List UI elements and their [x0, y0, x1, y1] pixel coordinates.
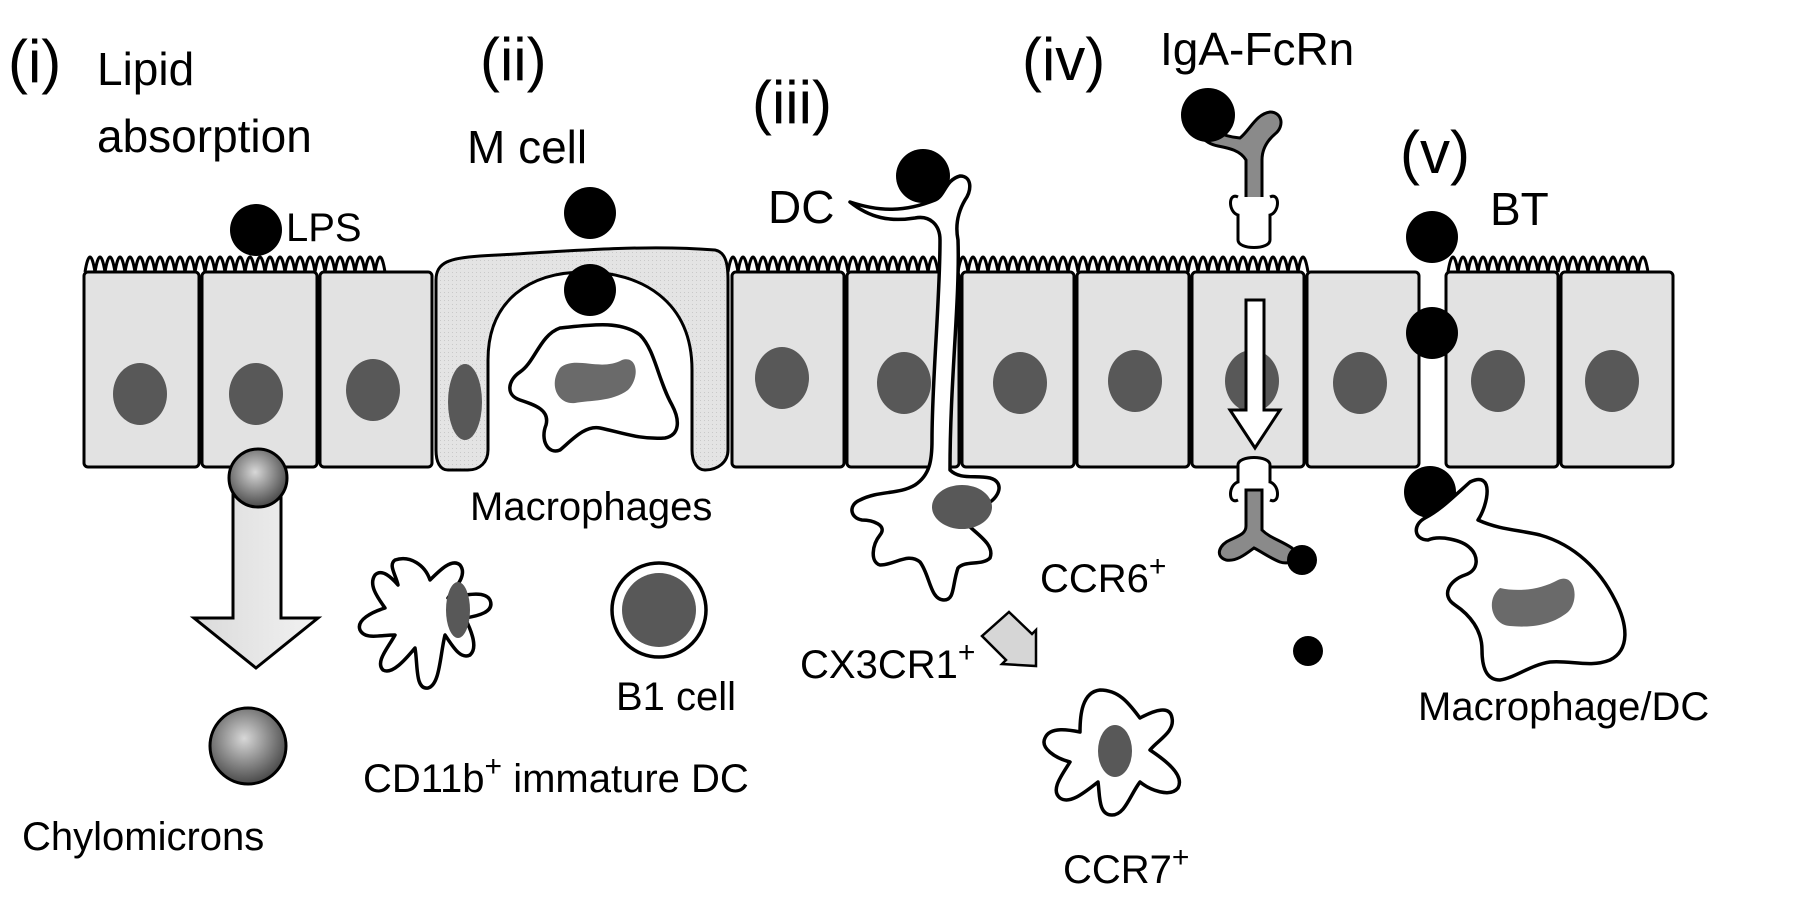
route-i-title-line1: Lipid: [97, 43, 194, 95]
ccr7-dc: [1042, 688, 1182, 817]
antigen-particle-transcytosing: [564, 264, 616, 316]
cd11b-immature-dc: CD11b+ immature DC: [357, 557, 749, 801]
lps-label: LPS: [286, 206, 362, 250]
macrophages-label: Macrophages: [470, 485, 712, 529]
enterocyte: [82, 270, 201, 469]
route-ii-m-cell: (ii) M cell Macrophages: [467, 26, 712, 529]
enterocyte: [200, 270, 319, 469]
microvilli-brush-border: [83, 255, 1650, 273]
route-i-numeral: (i): [8, 28, 61, 95]
route-ii-numeral: (ii): [480, 26, 547, 93]
enterocyte: [960, 270, 1076, 469]
route-v-numeral: (v): [1400, 119, 1470, 186]
enterocyte: [1559, 270, 1675, 469]
antigen-particle-iga: [1181, 88, 1235, 142]
m-cell: [434, 246, 730, 472]
dc-migration-arrow: [980, 610, 1038, 668]
chylomicron-in-cell: [227, 447, 289, 509]
ccr6-label: CCR6+: [1040, 550, 1166, 601]
macrophage-dc: [1414, 477, 1627, 682]
enterocyte: [318, 270, 434, 469]
antigen-particle-free: [1293, 636, 1323, 666]
route-iv-numeral: (iv): [1022, 26, 1105, 93]
chylomicrons-label: Chylomicrons: [22, 815, 264, 859]
antigen-particle-dc: [896, 149, 950, 203]
iga-antibody-released: [1217, 488, 1297, 565]
fcrn-receptor: [1229, 194, 1279, 249]
chylomicron-transport-arrow: [189, 478, 323, 670]
antigen-particle-released: [1287, 545, 1317, 575]
antigen-particle: [564, 187, 616, 239]
route-ii-title: M cell: [467, 121, 587, 173]
bacterium-luminal: [1406, 211, 1458, 263]
route-v-bacterial-translocation: (v) BT Macrophage/DC: [1400, 119, 1709, 729]
macrophage-dc-label: Macrophage/DC: [1418, 685, 1709, 729]
fcrn-receptor-basolateral: [1229, 456, 1279, 503]
route-i-title-line2: absorption: [97, 110, 312, 162]
enterocyte: [1444, 270, 1560, 469]
route-iii-dc: (iii) DC CX3CR1+ CCR7+: [752, 69, 1189, 892]
b1-cell: B1 cell: [610, 561, 736, 719]
enterocyte: [1075, 270, 1191, 469]
cx3cr1-label: CX3CR1+: [800, 636, 975, 687]
route-iii-title: DC: [768, 181, 834, 233]
ccr7-label: CCR7+: [1063, 841, 1189, 892]
cd11b-label: CD11b+ immature DC: [363, 750, 749, 801]
route-v-title: BT: [1490, 183, 1549, 235]
enterocyte: [730, 270, 846, 469]
transcytosis-arrow: [1227, 298, 1283, 451]
bacterium-paracellular: [1406, 307, 1458, 359]
enterocyte: [1305, 270, 1421, 469]
route-i-lipid-absorption: (i) Lipid absorption LPS Chylomicrons: [8, 28, 362, 859]
macrophage-in-m-cell-pocket: [508, 323, 680, 453]
lps-particle: [230, 204, 282, 256]
b1-cell-label: B1 cell: [616, 675, 736, 719]
route-iv-title: IgA-FcRn: [1160, 23, 1354, 75]
chylomicron-particle: [208, 706, 288, 786]
intestinal-epithelium: [82, 246, 1675, 472]
route-iii-numeral: (iii): [752, 69, 832, 136]
route-iv-iga-fcrn: (iv) IgA-FcRn CCR6+: [1022, 23, 1354, 666]
